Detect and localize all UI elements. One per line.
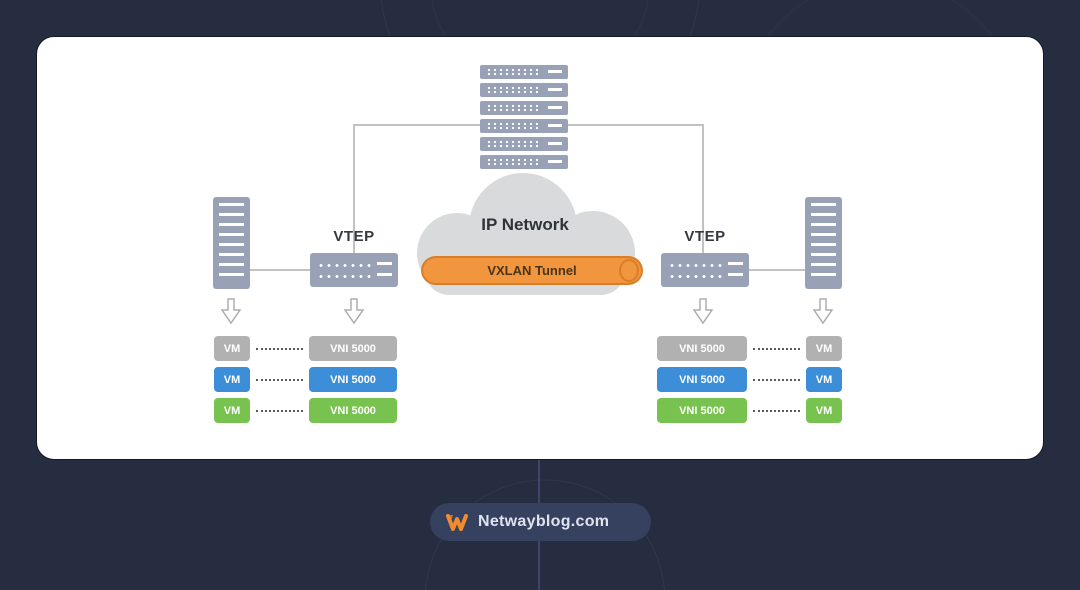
vm-box: VM	[806, 336, 842, 361]
vxlan-tunnel-label: VXLAN Tunnel	[487, 263, 577, 278]
vm-box: VM	[214, 398, 250, 423]
connector-top-left-vertical	[353, 124, 355, 253]
vni-vm-row-right-1: VNI 5000 VM	[657, 336, 842, 361]
diagram-card: IP Network VXLAN Tunnel VTEP VTEP VM VNI…	[36, 36, 1044, 460]
connector-right-vtep-server	[749, 269, 805, 271]
dotted-link	[753, 410, 800, 412]
down-arrow-icon	[343, 298, 365, 325]
down-arrow-icon	[692, 298, 714, 325]
connector-left-server-vtep	[250, 269, 310, 271]
vni-box: VNI 5000	[657, 336, 747, 361]
server-rack-left-icon	[213, 197, 250, 289]
vtep-switch-left-icon	[310, 253, 398, 287]
vni-box: VNI 5000	[657, 398, 747, 423]
vm-vni-row-left-2: VM VNI 5000	[214, 367, 397, 392]
vm-box: VM	[806, 398, 842, 423]
core-switch-stack-icon	[480, 65, 568, 169]
connector-top-right-vertical	[702, 124, 704, 253]
vm-box: VM	[214, 336, 250, 361]
vxlan-tunnel: VXLAN Tunnel	[421, 256, 643, 285]
vni-box: VNI 5000	[309, 398, 397, 423]
down-arrow-icon	[220, 298, 242, 325]
vni-vm-row-right-2: VNI 5000 VM	[657, 367, 842, 392]
connector-top-left-horizontal	[353, 124, 480, 126]
vm-vni-row-left-3: VM VNI 5000	[214, 398, 397, 423]
vm-vni-row-left-1: VM VNI 5000	[214, 336, 397, 361]
brand-label: Netwayblog.com	[478, 513, 610, 530]
brand-badge[interactable]: Netwayblog.com	[430, 503, 651, 541]
dotted-link	[753, 348, 800, 350]
down-arrow-icon	[812, 298, 834, 325]
vm-box: VM	[806, 367, 842, 392]
vm-box: VM	[214, 367, 250, 392]
vtep-left-label: VTEP	[333, 228, 375, 245]
vtep-right-label: VTEP	[684, 228, 726, 245]
vtep-switch-right-icon	[661, 253, 749, 287]
brand-logo-icon	[446, 513, 468, 531]
dotted-link	[256, 379, 303, 381]
connector-top-right-horizontal	[568, 124, 704, 126]
vni-box: VNI 5000	[309, 336, 397, 361]
dotted-link	[256, 348, 303, 350]
vni-box: VNI 5000	[309, 367, 397, 392]
server-rack-right-icon	[805, 197, 842, 289]
ip-network-label: IP Network	[481, 215, 569, 234]
dotted-link	[256, 410, 303, 412]
vni-vm-row-right-3: VNI 5000 VM	[657, 398, 842, 423]
dotted-link	[753, 379, 800, 381]
vni-box: VNI 5000	[657, 367, 747, 392]
